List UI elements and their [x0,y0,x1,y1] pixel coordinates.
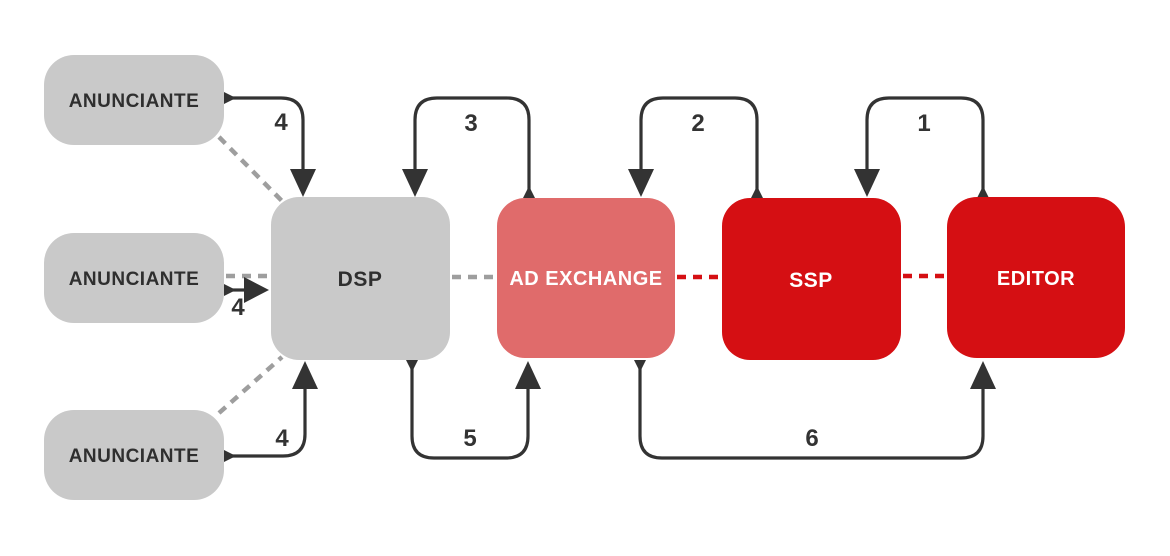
dashed-links [217,135,945,415]
edge-step-4-top-arrowhead [290,169,316,197]
edge-step-4-bottom-start-nub [224,450,236,462]
edge-step-3-arrowhead [402,169,428,197]
node-anunciante-1-label: ANUNCIANTE [69,91,200,112]
node-ssp-label: SSP [789,269,833,292]
node-anunciante-2-label: ANUNCIANTE [69,269,200,290]
edge-step-2-start-nub [751,186,763,198]
edge-label-2: 2 [691,110,704,137]
edge-label-4-middle: 4 [231,294,245,321]
edge-step-1-start-nub [977,186,989,198]
edge-step-1-path [865,96,985,190]
edge-step-2-arrowhead [628,169,654,197]
edge-step-2-path [639,96,759,190]
edge-step-6-start-nub [634,360,646,372]
edge-step-4-bottom-path [230,388,307,458]
node-ssp [722,198,901,360]
node-dsp [271,197,450,360]
node-anunciante-3 [44,410,224,500]
edge-labels: 1 2 3 4 4 4 5 6 [231,109,930,452]
node-anunciante-2 [44,233,224,323]
edge-label-4-top: 4 [274,109,288,136]
edge-step-6-path [638,368,985,460]
edge-label-3: 3 [464,110,477,137]
edges [224,92,996,462]
edge-step-4-middle-start-nub [224,284,236,296]
node-anunciante-3-label: ANUNCIANTE [69,446,200,467]
node-editor [947,197,1125,358]
node-ad-exchange-label: AD EXCHANGE [509,268,662,290]
edge-label-6: 6 [805,425,818,452]
edge-label-4-bottom: 4 [275,425,289,452]
edge-step-5-start-nub [406,360,418,372]
node-anunciante-1 [44,55,224,145]
edge-step-1-arrowhead [854,169,880,197]
edge-label-1: 1 [917,110,930,137]
edge-step-4-top-start-nub [224,92,236,104]
edge-step-3-path [413,96,531,190]
node-ad-exchange [497,198,675,358]
edge-step-4-top-path [230,96,305,170]
edge-step-6-arrowhead [970,361,996,389]
node-dsp-label: DSP [338,268,383,291]
dashed-link-anunciante3-dsp [217,355,284,415]
edge-step-5-arrowhead [515,361,541,389]
node-editor-label: EDITOR [997,268,1075,290]
nodes: ANUNCIANTE ANUNCIANTE ANUNCIANTE DSP AD … [44,55,1125,500]
edge-step-3-start-nub [523,186,535,198]
edge-label-5: 5 [463,425,476,452]
edge-step-4-bottom-arrowhead [292,361,318,389]
edge-step-4-middle-arrowhead [244,277,269,303]
edge-step-5-path [410,368,530,460]
dashed-link-anunciante1-dsp [217,135,284,203]
